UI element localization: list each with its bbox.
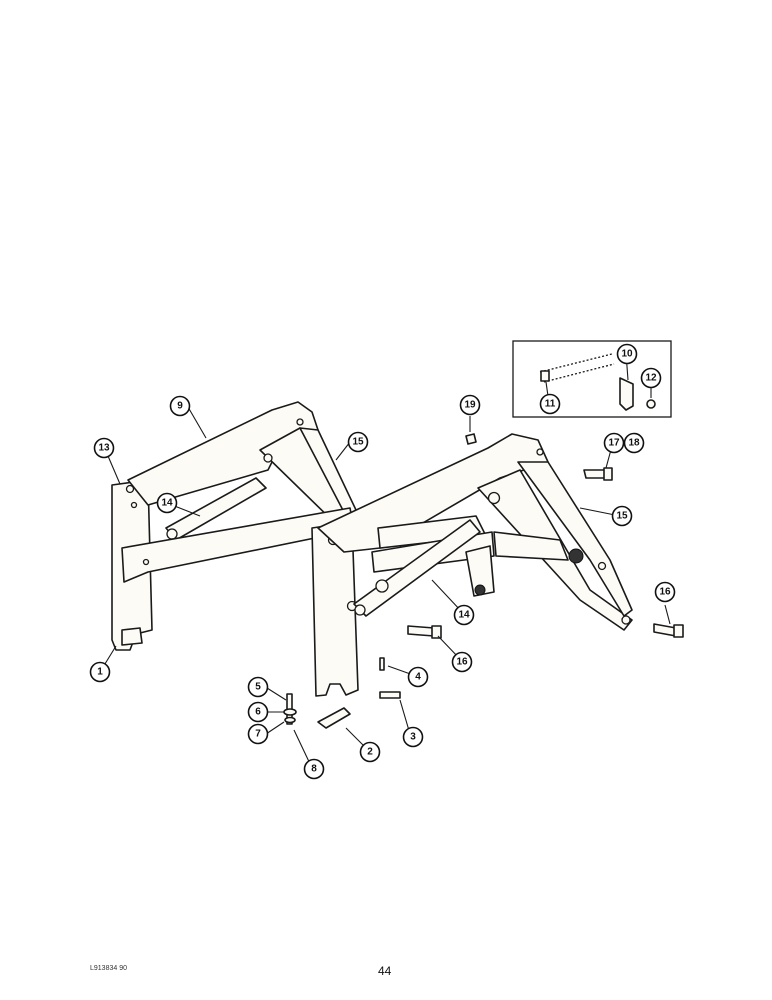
- svg-text:5: 5: [255, 682, 261, 693]
- svg-text:6: 6: [255, 707, 261, 718]
- callout-3: 3: [402, 726, 424, 748]
- callout-7: 7: [247, 723, 269, 745]
- svg-text:19: 19: [464, 400, 476, 411]
- callout-19: 19: [459, 394, 481, 416]
- callout-14-left: 14: [156, 492, 178, 514]
- svg-text:8: 8: [311, 764, 317, 775]
- page-number: 44: [378, 964, 392, 978]
- callout-1: 1: [89, 661, 111, 683]
- svg-text:9: 9: [177, 401, 183, 412]
- right-lift-cylinder: [353, 519, 481, 617]
- loose-hardware: [283, 433, 684, 729]
- svg-text:10: 10: [621, 349, 633, 360]
- callout-17: 17: [603, 432, 625, 454]
- callout-13: 13: [93, 437, 115, 459]
- svg-text:14: 14: [458, 610, 470, 621]
- svg-text:18: 18: [628, 438, 640, 449]
- svg-text:16: 16: [456, 657, 468, 668]
- callouts: 1 2 3 4 5 6 7 8: [89, 343, 676, 780]
- callout-9: 9: [169, 395, 191, 417]
- callout-14-right: 14: [453, 604, 475, 626]
- cross-tube: [121, 507, 355, 583]
- svg-text:3: 3: [410, 732, 416, 743]
- callout-10: 10: [616, 343, 638, 365]
- document-id: L913834 90: [90, 965, 127, 972]
- callout-12: 12: [640, 367, 662, 389]
- callout-16-center: 16: [451, 651, 473, 673]
- callout-4: 4: [407, 666, 429, 688]
- svg-text:13: 13: [98, 443, 110, 454]
- svg-text:16: 16: [659, 587, 671, 598]
- callout-5: 5: [247, 676, 269, 698]
- svg-text:15: 15: [616, 511, 628, 522]
- svg-text:7: 7: [255, 729, 261, 740]
- left-lift-cylinder: [165, 477, 267, 541]
- svg-text:17: 17: [608, 438, 620, 449]
- callout-6: 6: [247, 701, 269, 723]
- svg-text:15: 15: [352, 437, 364, 448]
- svg-text:12: 12: [645, 373, 657, 384]
- callout-16-right: 16: [654, 581, 676, 603]
- callout-2: 2: [359, 741, 381, 763]
- svg-text:2: 2: [367, 747, 373, 758]
- svg-text:1: 1: [97, 667, 103, 678]
- callout-11: 11: [539, 393, 561, 415]
- callout-15-right: 15: [611, 505, 633, 527]
- svg-text:4: 4: [415, 672, 421, 683]
- svg-text:14: 14: [161, 498, 173, 509]
- svg-text:11: 11: [545, 399, 556, 410]
- callout-18: 18: [623, 432, 645, 454]
- callout-15-left: 15: [347, 431, 369, 453]
- callout-8: 8: [303, 758, 325, 780]
